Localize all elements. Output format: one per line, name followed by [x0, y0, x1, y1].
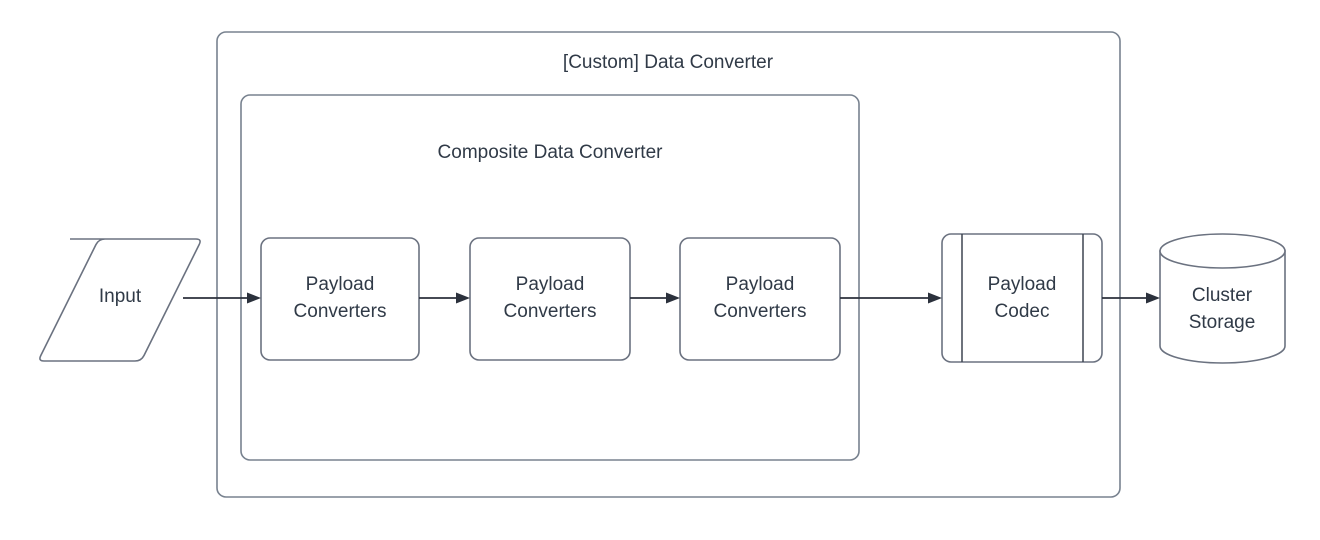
payload-converters-1-label-line1: Payload	[306, 274, 375, 295]
edge-codec-to-storage-arrowhead	[1146, 292, 1160, 304]
input-shape	[39, 238, 201, 362]
composite-data-converter-label: Composite Data Converter	[438, 142, 664, 163]
node-payload-converters-2[interactable]: Payload Converters	[469, 237, 631, 361]
payload-converters-2-label-line2: Converters	[504, 301, 597, 322]
node-input[interactable]: Input	[39, 238, 201, 362]
payload-converters-2-shape	[469, 237, 631, 361]
payload-converters-3-label-line2: Converters	[714, 301, 807, 322]
edge-codec-to-cluster-storage	[1102, 292, 1160, 304]
cluster-storage-label-line1: Cluster	[1192, 285, 1253, 306]
input-label: Input	[99, 286, 142, 307]
cluster-storage-body	[1159, 250, 1286, 364]
custom-data-converter-label: [Custom] Data Converter	[563, 52, 774, 73]
node-payload-converters-1[interactable]: Payload Converters	[260, 237, 420, 361]
cluster-storage-label-line2: Storage	[1189, 312, 1256, 333]
payload-converters-3-label-line1: Payload	[726, 274, 795, 295]
payload-codec-label-line1: Payload	[988, 274, 1057, 295]
node-payload-converters-3[interactable]: Payload Converters	[679, 237, 841, 361]
payload-converters-1-shape	[260, 237, 420, 361]
edge-pc3-to-codec-arrowhead	[928, 292, 942, 304]
edge-pc1-to-pc2-arrowhead	[456, 292, 470, 304]
edge-payload-converters-3-to-codec	[840, 292, 942, 304]
node-cluster-storage[interactable]: Cluster Storage	[1159, 233, 1286, 364]
edge-input-to-pc1-arrowhead	[247, 292, 261, 304]
node-payload-codec[interactable]: Payload Codec	[941, 233, 1103, 363]
cluster-storage-top-ellipse	[1159, 233, 1286, 269]
edge-payload-converters-2-to-3	[630, 292, 680, 304]
payload-converters-3-shape	[679, 237, 841, 361]
payload-converters-1-label-line2: Converters	[294, 301, 387, 322]
payload-converters-2-label-line1: Payload	[516, 274, 585, 295]
edge-input-to-payload-converters-1	[183, 292, 261, 304]
edge-pc2-to-pc3-arrowhead	[666, 292, 680, 304]
payload-codec-label-line2: Codec	[995, 301, 1050, 322]
payload-codec-shape	[941, 233, 1103, 363]
edge-payload-converters-1-to-2	[419, 292, 470, 304]
